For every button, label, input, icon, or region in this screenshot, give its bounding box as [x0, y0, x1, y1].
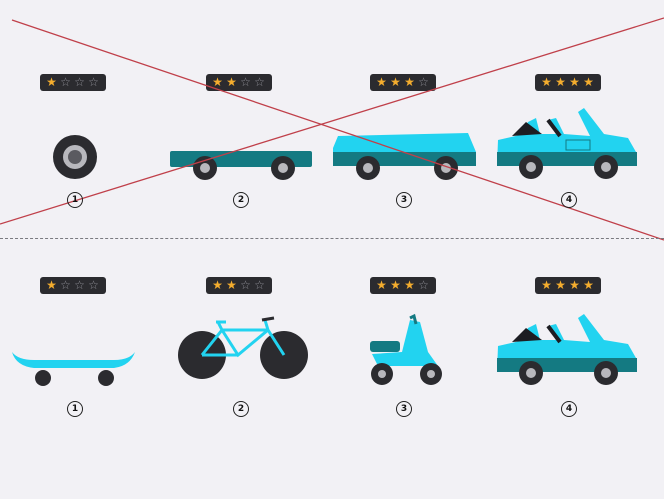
- star-empty-icon: ☆: [88, 278, 100, 292]
- star-filled-icon: ★: [376, 75, 388, 89]
- star-empty-icon: ☆: [240, 75, 252, 89]
- row-divider: [0, 238, 664, 239]
- scooter-icon: [370, 313, 442, 385]
- star-filled-icon: ★: [583, 278, 595, 292]
- rating-bottom-2: ★★☆☆: [206, 277, 272, 294]
- rating-bottom-3: ★★★☆: [370, 277, 436, 294]
- rating-top-2: ★★☆☆: [206, 74, 272, 91]
- star-filled-icon: ★: [583, 75, 595, 89]
- star-filled-icon: ★: [212, 75, 224, 89]
- bicycle-icon: [178, 316, 308, 379]
- star-filled-icon: ★: [376, 278, 388, 292]
- star-empty-icon: ☆: [60, 75, 72, 89]
- star-empty-icon: ☆: [74, 278, 86, 292]
- step-top-4: 4: [561, 192, 577, 208]
- rating-top-3: ★★★☆: [370, 74, 436, 91]
- step-bottom-4: 4: [561, 401, 577, 417]
- cross-out-mark: [0, 17, 664, 241]
- step-bottom-3: 3: [396, 401, 412, 417]
- star-empty-icon: ☆: [254, 75, 266, 89]
- star-filled-icon: ★: [404, 278, 416, 292]
- step-bottom-1: 1: [67, 401, 83, 417]
- wheel-icon: [53, 135, 97, 179]
- skateboard-icon: [12, 352, 135, 386]
- star-filled-icon: ★: [404, 75, 416, 89]
- star-filled-icon: ★: [46, 278, 58, 292]
- star-empty-icon: ☆: [74, 75, 86, 89]
- star-filled-icon: ★: [569, 278, 581, 292]
- car-body-icon: [333, 133, 476, 180]
- star-filled-icon: ★: [541, 75, 553, 89]
- star-filled-icon: ★: [555, 278, 567, 292]
- convertible-car-icon-bottom: [497, 314, 637, 385]
- star-filled-icon: ★: [390, 75, 402, 89]
- rating-top-4: ★★★★: [535, 74, 601, 91]
- star-filled-icon: ★: [226, 278, 238, 292]
- star-filled-icon: ★: [541, 278, 553, 292]
- star-filled-icon: ★: [226, 75, 238, 89]
- rating-bottom-1: ★☆☆☆: [40, 277, 106, 294]
- star-filled-icon: ★: [46, 75, 58, 89]
- star-empty-icon: ☆: [418, 75, 430, 89]
- rating-top-1: ★☆☆☆: [40, 74, 106, 91]
- chassis-icon: [170, 151, 312, 180]
- star-filled-icon: ★: [569, 75, 581, 89]
- rating-bottom-4: ★★★★: [535, 277, 601, 294]
- star-empty-icon: ☆: [254, 278, 266, 292]
- convertible-car-icon: [497, 108, 637, 179]
- star-empty-icon: ☆: [418, 278, 430, 292]
- star-empty-icon: ☆: [240, 278, 252, 292]
- step-top-3: 3: [396, 192, 412, 208]
- star-empty-icon: ☆: [60, 278, 72, 292]
- step-bottom-2: 2: [233, 401, 249, 417]
- star-filled-icon: ★: [390, 278, 402, 292]
- step-top-1: 1: [67, 192, 83, 208]
- step-top-2: 2: [233, 192, 249, 208]
- star-filled-icon: ★: [212, 278, 224, 292]
- star-empty-icon: ☆: [88, 75, 100, 89]
- star-filled-icon: ★: [555, 75, 567, 89]
